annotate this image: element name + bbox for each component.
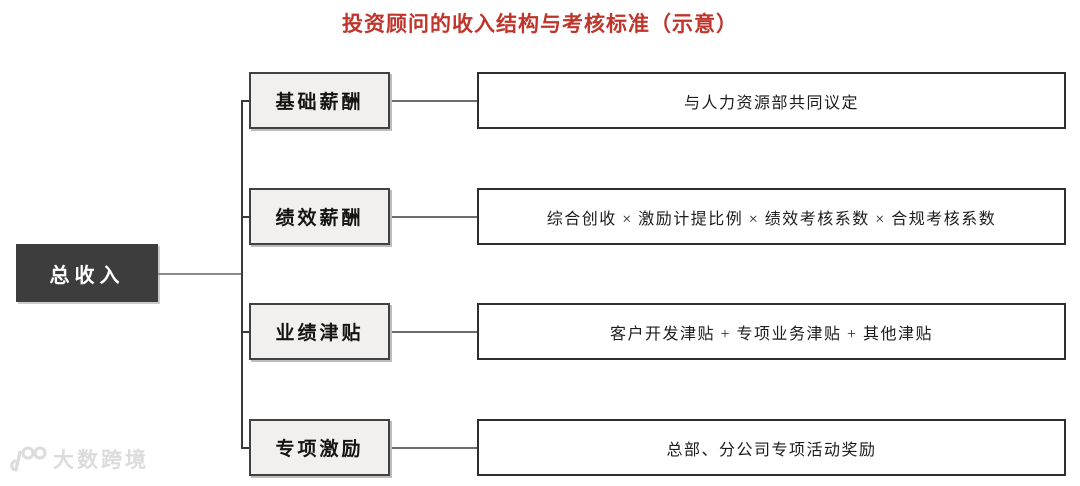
- detail-performance-salary-text: 综合创收 × 激励计提比例 × 绩效考核系数 × 合规考核系数: [546, 210, 997, 228]
- detail-performance-salary: 综合创收 × 激励计提比例 × 绩效考核系数 × 合规考核系数: [477, 188, 1066, 245]
- diagram-title: 投资顾问的收入结构与考核标准（示意）: [342, 12, 738, 36]
- connector-root-to-spine: [158, 273, 241, 275]
- node-base-salary-label: 基础薪酬: [275, 92, 364, 113]
- node-performance-salary: 绩效薪酬: [249, 188, 390, 245]
- connector-spine-to-row-4: [241, 447, 249, 449]
- connector-spine: [241, 100, 243, 449]
- connector-row-1: [390, 100, 477, 102]
- connector-spine-to-row-2: [241, 216, 249, 218]
- node-performance-salary-label: 绩效薪酬: [275, 208, 364, 229]
- node-special-incentive-label: 专项激励: [275, 439, 364, 460]
- node-performance-allowance-label: 业绩津贴: [275, 323, 364, 344]
- detail-performance-allowance-text: 客户开发津贴 + 专项业务津贴 + 其他津贴: [609, 325, 934, 343]
- watermark-logo-icon: [10, 444, 48, 474]
- connector-row-4: [390, 447, 477, 449]
- node-total-income: 总收入: [16, 244, 158, 302]
- node-base-salary: 基础薪酬: [249, 72, 390, 129]
- node-performance-allowance: 业绩津贴: [249, 303, 390, 360]
- watermark: 大数跨境: [10, 444, 149, 474]
- watermark-text: 大数跨境: [53, 449, 149, 472]
- connector-spine-to-row-3: [241, 331, 249, 333]
- detail-base-salary: 与人力资源部共同议定: [477, 72, 1066, 129]
- node-total-income-label: 总收入: [49, 264, 125, 287]
- detail-special-incentive: 总部、分公司专项活动奖励: [477, 419, 1066, 476]
- connector-spine-to-row-1: [241, 100, 249, 102]
- detail-special-incentive-text: 总部、分公司专项活动奖励: [666, 441, 877, 459]
- connector-row-2: [390, 216, 477, 218]
- detail-performance-allowance: 客户开发津贴 + 专项业务津贴 + 其他津贴: [477, 303, 1066, 360]
- node-special-incentive: 专项激励: [249, 419, 390, 476]
- connector-row-3: [390, 331, 477, 333]
- detail-base-salary-text: 与人力资源部共同议定: [683, 94, 859, 112]
